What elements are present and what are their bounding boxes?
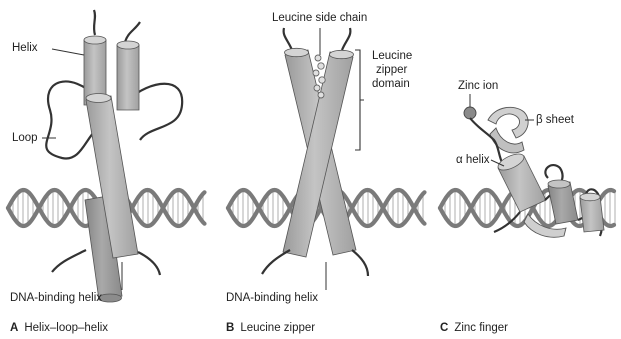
caption-c-title: Zinc finger <box>454 322 508 334</box>
panel-b-protein <box>262 28 368 290</box>
tail-top-left <box>94 10 95 35</box>
caption-c: C Zinc finger <box>440 322 508 335</box>
label-leucine-side-chain: Leucine side chain <box>272 12 367 25</box>
tail-bottom-right <box>138 252 160 275</box>
label-dna-binding-helix-a: DNA-binding helix <box>10 292 102 305</box>
caption-a-title: Helix–loop–helix <box>24 322 108 334</box>
label-zipper-domain-line2: zipper <box>376 64 407 77</box>
tail-top-right <box>125 22 140 42</box>
helix-upper-right-cylinder <box>117 41 139 110</box>
caption-a-letter: A <box>10 322 18 334</box>
label-helix: Helix <box>12 42 38 55</box>
label-dna-binding-helix-b: DNA-binding helix <box>226 292 318 305</box>
label-zinc-ion: Zinc ion <box>458 80 498 93</box>
caption-b: B Leucine zipper <box>226 322 315 335</box>
zinc-ion <box>464 107 476 119</box>
caption-b-letter: B <box>226 322 234 334</box>
tail-b-bottom-right <box>352 250 368 276</box>
zinc-finger-alpha-helix-2 <box>548 180 578 224</box>
caption-b-title: Leucine zipper <box>240 322 315 334</box>
zipper-domain-bracket <box>355 50 364 150</box>
panel-a-protein <box>42 10 182 302</box>
label-beta-sheet: β sheet <box>536 114 574 127</box>
tail-b-bottom-left <box>262 250 290 274</box>
caption-c-letter: C <box>440 322 448 334</box>
helix-leader-line <box>52 49 84 55</box>
zinc-finger-alpha-helix-3 <box>580 193 604 232</box>
tail-b-top-right <box>342 28 350 50</box>
label-loop: Loop <box>12 132 38 145</box>
caption-a: A Helix–loop–helix <box>10 322 108 335</box>
label-zipper-domain-line3: domain <box>372 78 410 91</box>
tail-b-top-left <box>284 28 292 50</box>
label-alpha-helix: α helix <box>456 154 490 167</box>
label-zipper-domain-line1: Leucine <box>372 50 412 63</box>
tail-bottom-left <box>52 250 86 272</box>
